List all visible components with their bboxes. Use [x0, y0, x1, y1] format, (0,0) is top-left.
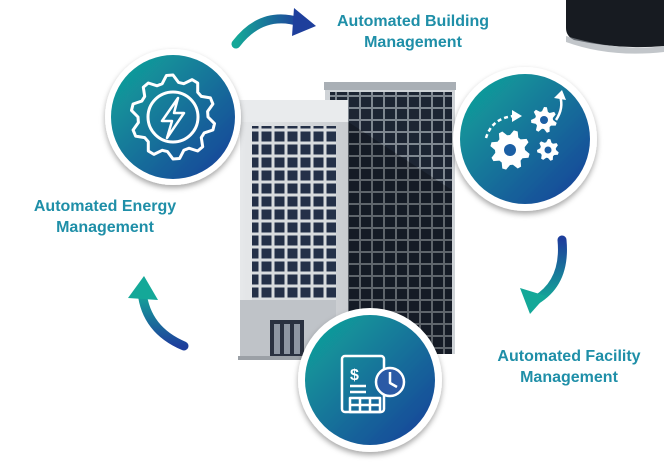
- dark-panel-corner: [566, 0, 664, 54]
- building-automation-circle: [453, 67, 597, 211]
- gears-icon: [484, 90, 566, 170]
- lightning-gear-icon: [130, 73, 216, 161]
- svg-text:$: $: [350, 367, 359, 384]
- label-facility-line1: Automated Facility: [497, 348, 641, 365]
- label-building-line1: Automated Building: [337, 13, 489, 30]
- label-automated-energy-management: Automated Energy Management: [5, 196, 205, 238]
- label-energy-line1: Automated Energy: [33, 198, 177, 215]
- arrow-left: [128, 276, 189, 351]
- facility-circle: [298, 308, 442, 452]
- arrow-right: [520, 235, 567, 314]
- energy-circle: [105, 49, 241, 185]
- arrow-top: [231, 8, 316, 49]
- label-facility-line2: Management: [520, 369, 618, 386]
- label-automated-facility-management: Automated Facility Management: [474, 346, 664, 388]
- invoice-clock-icon: $: [340, 354, 406, 414]
- office-buildings: [238, 82, 456, 360]
- label-energy-line2: Management: [56, 219, 154, 236]
- label-building-line2: Management: [364, 34, 462, 51]
- label-automated-building-management: Automated Building Management: [318, 11, 508, 53]
